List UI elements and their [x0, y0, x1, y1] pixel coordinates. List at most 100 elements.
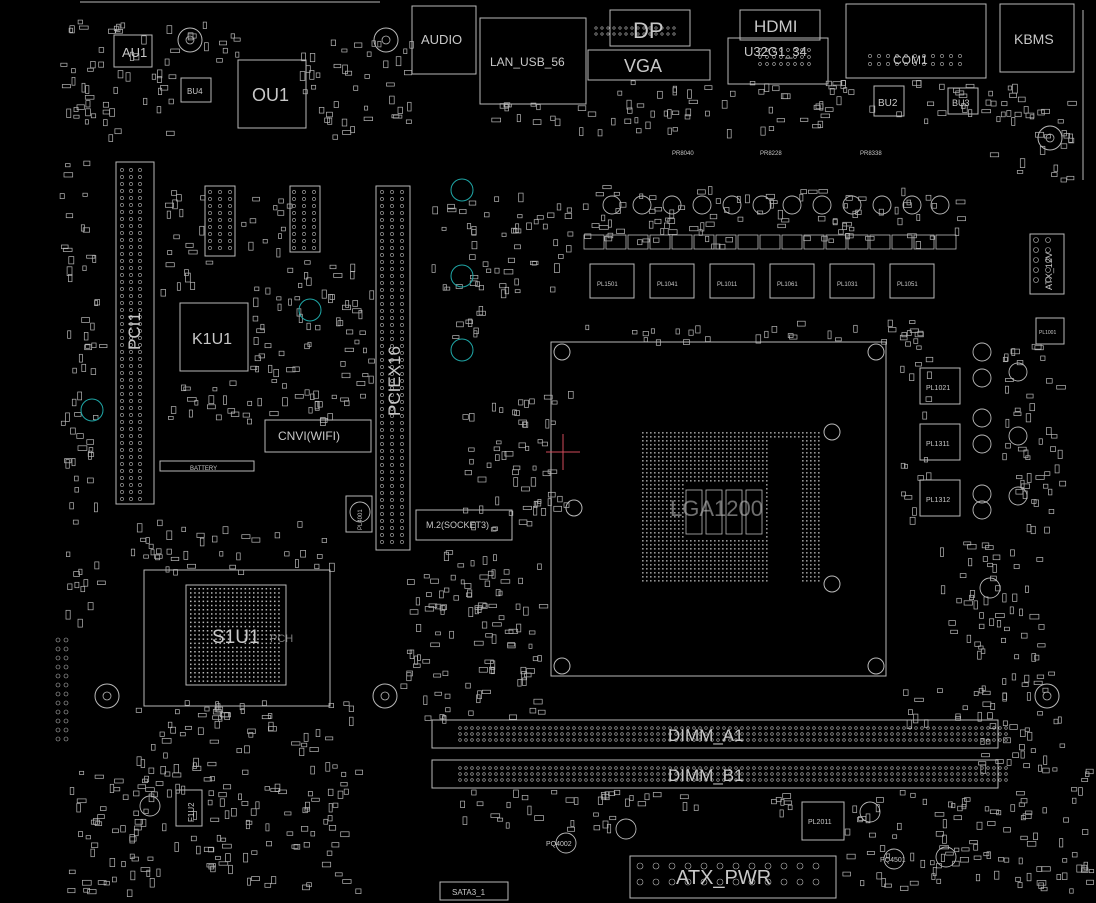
smd-component [1046, 378, 1053, 384]
bga-ball [274, 596, 276, 598]
smd-component [179, 208, 184, 218]
smd-component [996, 810, 1002, 816]
atx-12v-connector[interactable] [1029, 233, 1065, 295]
sata-connector[interactable] [439, 881, 509, 901]
mounting-hole [372, 683, 398, 709]
smd-component [1006, 110, 1012, 117]
lga-land [810, 504, 812, 506]
bga-ball [190, 651, 192, 653]
dimm-pin [914, 772, 918, 776]
dimm-pin [578, 772, 582, 776]
lga-land [806, 436, 808, 438]
smd-component [284, 811, 292, 816]
usb32-connector[interactable] [727, 37, 829, 85]
bga-ball [190, 642, 192, 645]
smd-component [515, 223, 520, 233]
lga-land [818, 564, 820, 566]
dimm-pin [536, 732, 540, 736]
bga-ball [190, 680, 192, 682]
lga-land [806, 516, 808, 518]
lga-land [814, 556, 816, 558]
lga-land [778, 436, 780, 438]
lga-land [670, 568, 672, 570]
pci-pin [129, 196, 133, 200]
lga-land [810, 508, 812, 510]
lga-land [718, 460, 720, 462]
smd-component [849, 226, 855, 232]
smd-component [309, 747, 319, 752]
smd-component [908, 709, 913, 715]
smd-component [146, 869, 151, 877]
pci-pin [138, 231, 142, 235]
cnvi-connector[interactable] [264, 419, 372, 453]
smd-component [771, 799, 777, 805]
smd-component [467, 318, 473, 327]
pci-pin [138, 469, 142, 473]
lga-land [694, 476, 696, 478]
lga-land [682, 536, 684, 538]
dimm-pin [464, 772, 468, 776]
smd-component [489, 666, 495, 674]
dp-connector[interactable] [609, 9, 691, 47]
dimm-pin [758, 772, 762, 776]
lga-land [658, 476, 660, 478]
m2-connector[interactable] [415, 509, 513, 541]
smd-component [644, 793, 650, 801]
lga-land [806, 492, 808, 494]
smd-component [244, 745, 250, 754]
pcie-pin [400, 351, 404, 355]
kbms-connector[interactable] [999, 3, 1075, 73]
lga-land [650, 480, 652, 482]
lga-land [642, 548, 644, 550]
smd-component [208, 395, 215, 405]
lga-land [762, 472, 764, 474]
bga-ball [278, 638, 280, 640]
dimm-pin [872, 766, 876, 770]
atx-pwr-connector[interactable] [629, 855, 837, 899]
dimm-pin [824, 766, 828, 770]
audio-connector[interactable] [411, 5, 477, 75]
header-pin [292, 211, 296, 215]
smd-component [513, 789, 519, 798]
smd-component [660, 228, 665, 235]
lga-land [802, 508, 804, 510]
lga-land [798, 436, 800, 438]
smd-component [176, 194, 182, 202]
pcie-pin [390, 295, 394, 299]
lga-land [642, 492, 644, 494]
pciex16-slot[interactable] [375, 185, 411, 551]
dimm-a1-slot[interactable] [431, 719, 999, 749]
vga-connector[interactable] [587, 49, 711, 81]
lga-land [710, 460, 712, 462]
bga-ball [244, 659, 247, 661]
lga-land [782, 436, 784, 438]
bga-ball [227, 680, 230, 682]
bga-ball [190, 600, 192, 603]
dimm-b1-slot[interactable] [431, 759, 999, 789]
lga-land [762, 436, 764, 438]
lga-land [670, 556, 672, 558]
lga-land [718, 472, 720, 474]
pcie-pin [390, 477, 394, 481]
bga-ball [265, 646, 268, 649]
cpu-socket-outline[interactable] [550, 341, 887, 677]
pci-pin [138, 364, 142, 368]
smd-component [471, 229, 477, 235]
dp-pin [606, 26, 610, 30]
vrm-mosfet [627, 234, 649, 250]
lan-usb-connector[interactable] [479, 17, 587, 105]
smd-component [276, 248, 281, 258]
pci1-slot[interactable] [115, 161, 155, 505]
battery-holder[interactable] [159, 460, 255, 472]
lga-land [702, 548, 704, 550]
smd-component [171, 190, 178, 196]
lga-land [818, 472, 820, 474]
smd-component [268, 721, 274, 731]
com1-connector[interactable] [845, 3, 987, 79]
lga-land [650, 500, 652, 502]
smd-component [203, 777, 213, 782]
header-pin [218, 225, 222, 229]
hdmi-connector[interactable] [739, 9, 821, 41]
dimm-pin [842, 778, 846, 782]
front-header-pin [55, 691, 61, 697]
